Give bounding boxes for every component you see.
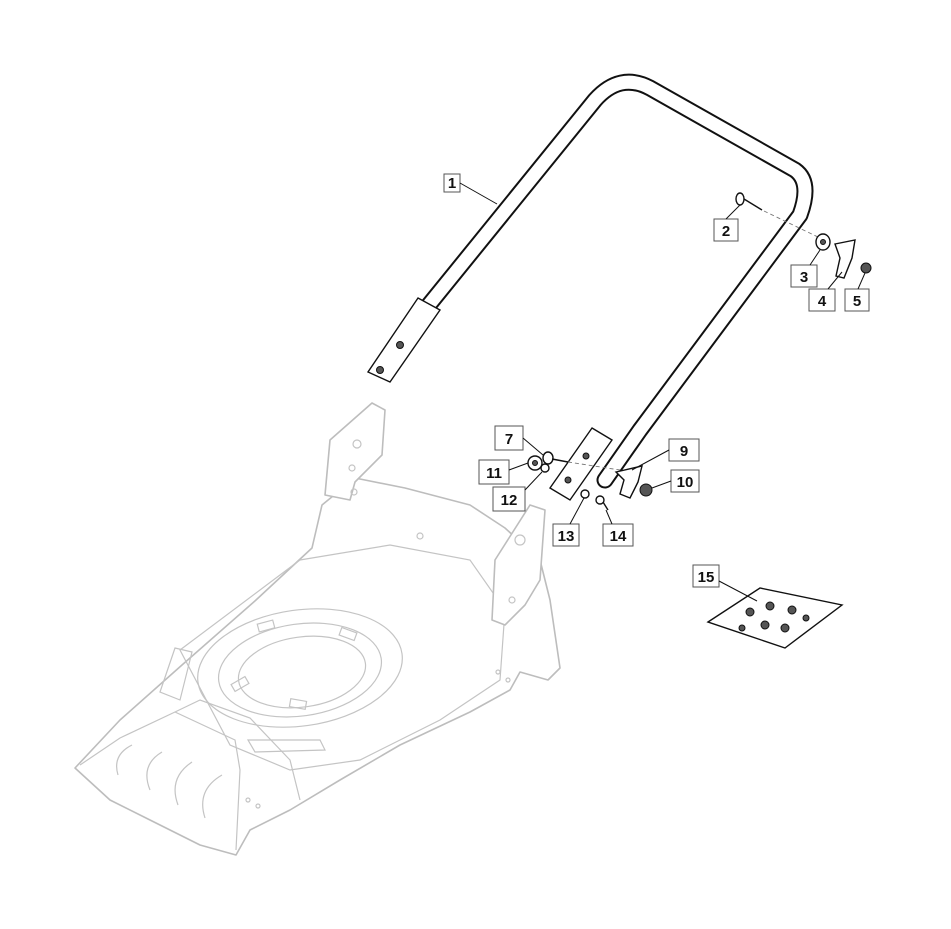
callout-11: 11 (478, 459, 529, 485)
bolt-part-14 (595, 495, 609, 511)
svg-text:10: 10 (677, 474, 694, 491)
svg-text:2: 2 (722, 223, 730, 240)
mower-deck (74, 402, 561, 856)
hardware-bag-part-15 (706, 587, 844, 649)
callout-2: 2 (713, 204, 741, 242)
svg-text:3: 3 (800, 269, 808, 286)
nut-part-10 (639, 483, 653, 497)
svg-text:12: 12 (501, 492, 518, 509)
svg-text:7: 7 (505, 431, 513, 448)
callout-7: 7 (494, 425, 544, 456)
callout-9: 9 (631, 438, 700, 471)
knob-part-4 (834, 239, 856, 279)
callout-1: 1 (443, 173, 498, 205)
callout-10: 10 (651, 469, 700, 493)
callout-3: 3 (790, 249, 821, 288)
nut-part-5 (860, 262, 872, 274)
callout-15: 15 (692, 564, 758, 602)
callout-13: 13 (552, 497, 585, 547)
callouts: 1 2 3 4 5 7 (443, 173, 870, 602)
svg-text:11: 11 (486, 465, 502, 482)
svg-text:5: 5 (853, 293, 861, 310)
fasteners (527, 192, 872, 649)
bush-part-11 (527, 455, 543, 471)
svg-text:4: 4 (818, 293, 827, 310)
washer-part-13 (580, 489, 590, 499)
bolt-part-7 (542, 451, 569, 465)
callout-12: 12 (492, 471, 543, 512)
svg-text:9: 9 (680, 443, 688, 460)
svg-text:15: 15 (698, 569, 715, 586)
callout-4: 4 (808, 271, 843, 312)
callout-5: 5 (844, 272, 870, 312)
callout-14: 14 (602, 509, 634, 547)
washer-part-12 (540, 463, 550, 473)
svg-text:13: 13 (558, 528, 575, 545)
svg-text:14: 14 (610, 528, 627, 545)
svg-text:1: 1 (448, 175, 456, 192)
bolt-part-2 (735, 192, 763, 211)
handle-bar (366, 73, 814, 501)
bush-part-3 (815, 233, 831, 251)
knob-part-9 (614, 465, 643, 499)
